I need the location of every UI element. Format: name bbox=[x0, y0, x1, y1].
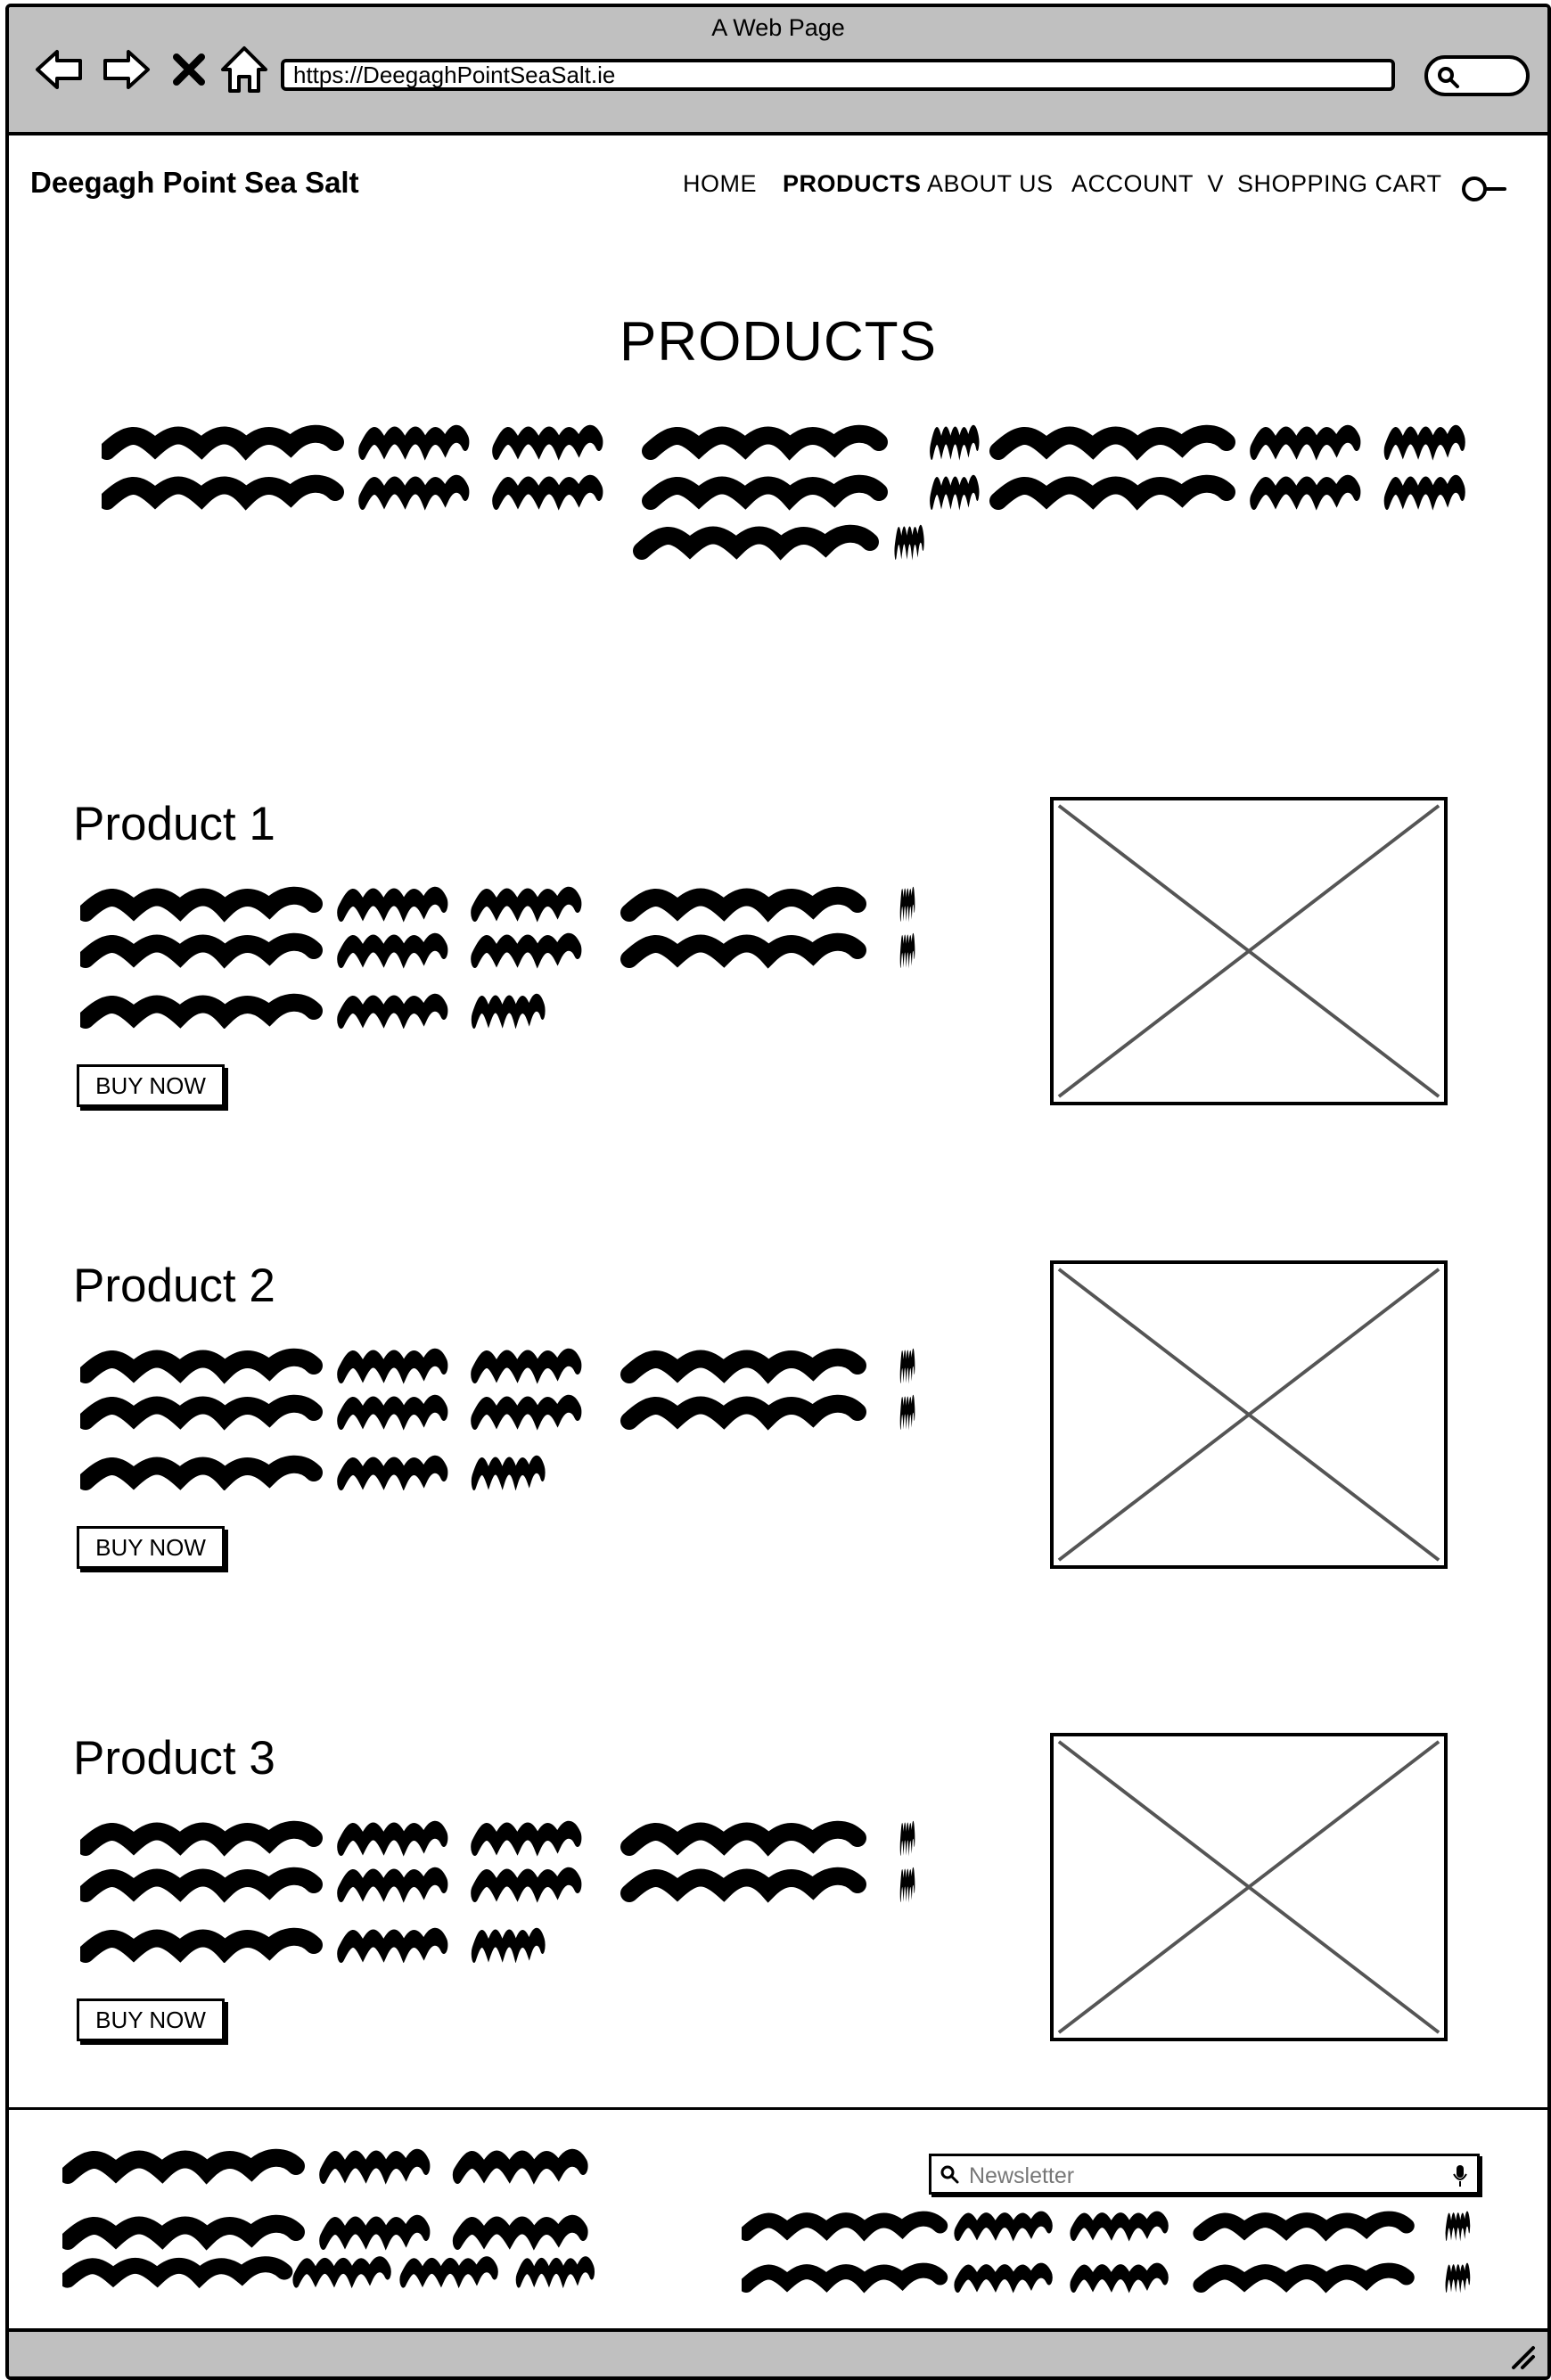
forward-icon[interactable] bbox=[98, 43, 152, 96]
home-icon[interactable] bbox=[217, 43, 271, 96]
footer-right-text-placeholder bbox=[742, 2211, 1473, 2309]
footer-left-text-placeholder bbox=[62, 2148, 597, 2309]
nav-shopping-cart[interactable]: SHOPPING CART bbox=[1237, 170, 1442, 197]
browser-status-bar bbox=[9, 2328, 1547, 2376]
user-icon[interactable] bbox=[1462, 171, 1508, 207]
product-3-title: Product 3 bbox=[73, 1732, 275, 1785]
product-1-buy-now-button[interactable]: BUY NOW bbox=[77, 1064, 225, 1107]
url-bar[interactable]: https://DeegaghPointSeaSalt.ie bbox=[281, 59, 1395, 91]
browser-chrome: A Web Page https://DeegaghPointSeaSalt.i… bbox=[9, 7, 1547, 135]
browser-window: A Web Page https://DeegaghPointSeaSalt.i… bbox=[5, 4, 1551, 2380]
newsletter-field[interactable] bbox=[929, 2154, 1480, 2195]
image-placeholder-icon bbox=[1057, 1740, 1440, 2034]
back-icon[interactable] bbox=[34, 43, 87, 96]
browser-search-box[interactable] bbox=[1424, 55, 1530, 96]
product-3-image bbox=[1050, 1733, 1448, 2041]
newsletter-input[interactable] bbox=[967, 2160, 1434, 2192]
image-placeholder-icon bbox=[1057, 1268, 1440, 1562]
close-icon[interactable] bbox=[169, 43, 209, 96]
brand-logo-text[interactable]: Deegagh Point Sea Salt bbox=[30, 166, 359, 199]
search-icon bbox=[940, 2165, 959, 2184]
nav-account-dropdown[interactable]: ACCOUNT V bbox=[1071, 170, 1225, 197]
product-2-image bbox=[1050, 1260, 1448, 1569]
nav-home[interactable]: HOME bbox=[683, 170, 757, 197]
page-title: PRODUCTS bbox=[620, 311, 937, 373]
window-title: A Web Page bbox=[711, 14, 845, 41]
product-3-buy-now-button[interactable]: BUY NOW bbox=[77, 1998, 225, 2041]
product-1-description-placeholder bbox=[80, 886, 918, 1029]
nav-about-us[interactable]: ABOUT US bbox=[927, 170, 1054, 197]
resize-icon[interactable] bbox=[1506, 2341, 1537, 2371]
footer-divider bbox=[9, 2107, 1547, 2110]
product-2-buy-now-button[interactable]: BUY NOW bbox=[77, 1526, 225, 1569]
product-2-description-placeholder bbox=[80, 1348, 918, 1490]
product-1-image bbox=[1050, 797, 1448, 1105]
product-3-description-placeholder bbox=[80, 1820, 918, 1963]
nav-products[interactable]: PRODUCTS bbox=[783, 170, 922, 197]
product-2-title: Product 2 bbox=[73, 1260, 275, 1312]
intro-paragraph-placeholder bbox=[102, 424, 1465, 567]
microphone-icon[interactable] bbox=[1452, 2163, 1468, 2188]
image-placeholder-icon bbox=[1057, 804, 1440, 1098]
search-icon bbox=[1438, 67, 1459, 88]
product-1-title: Product 1 bbox=[73, 798, 275, 850]
